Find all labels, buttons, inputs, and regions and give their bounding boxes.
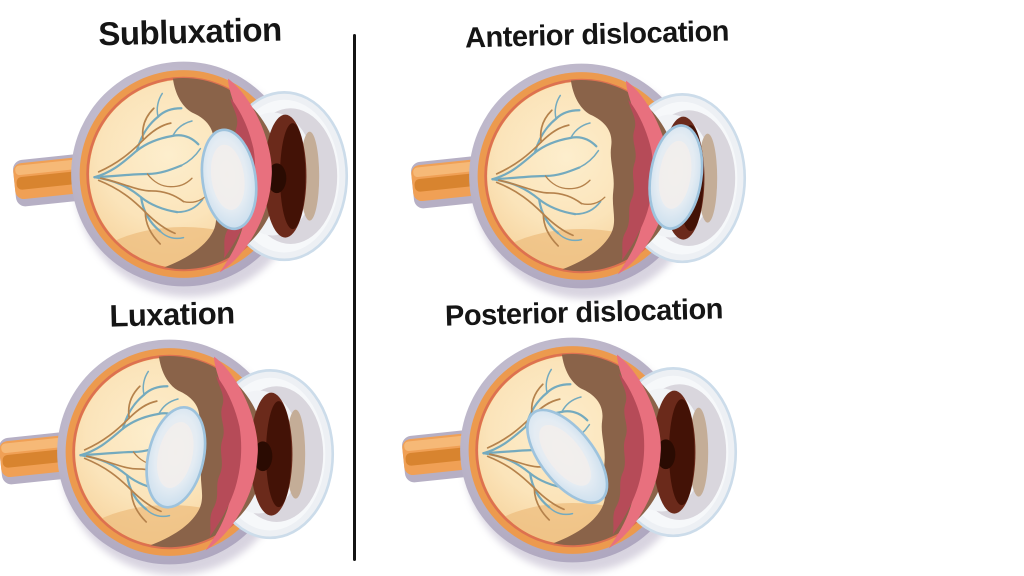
lens-inner (539, 424, 591, 486)
pupil (656, 439, 676, 470)
lens-inner (658, 140, 692, 209)
divider-line (353, 34, 356, 561)
eye-cross-section-illustration (411, 63, 747, 299)
ciliary-muscle-red (612, 373, 645, 535)
ciliary-muscle-red (209, 375, 242, 537)
retinal-vessels (491, 94, 606, 247)
ciliary-body-pink (608, 354, 661, 549)
eye-cross-section-illustration (402, 337, 738, 573)
lens-group (648, 124, 704, 230)
eye-figure-subluxation (0, 36, 369, 312)
eye-figure-posterior-dislocation (387, 312, 758, 576)
ciliary-body-pink (205, 356, 258, 551)
iris (250, 392, 306, 516)
ciliary-body-pink (219, 78, 272, 273)
ciliary-muscle-red (621, 99, 654, 261)
eye-figure-luxation (0, 314, 355, 576)
pupil (253, 441, 273, 472)
eye-cross-section-illustration (13, 61, 349, 297)
lens-group (526, 408, 609, 505)
lens-inner (157, 422, 194, 488)
retinal-vessels (93, 92, 208, 245)
eye-figure-anterior-dislocation (396, 38, 767, 314)
lens-inner (210, 144, 245, 210)
ciliary-body-pink (617, 80, 670, 275)
lens-group (145, 406, 207, 509)
eye-cross-section-illustration (0, 339, 335, 575)
lens-group (200, 128, 258, 231)
iris (653, 390, 709, 514)
iris (264, 114, 320, 238)
pupil (267, 163, 287, 194)
